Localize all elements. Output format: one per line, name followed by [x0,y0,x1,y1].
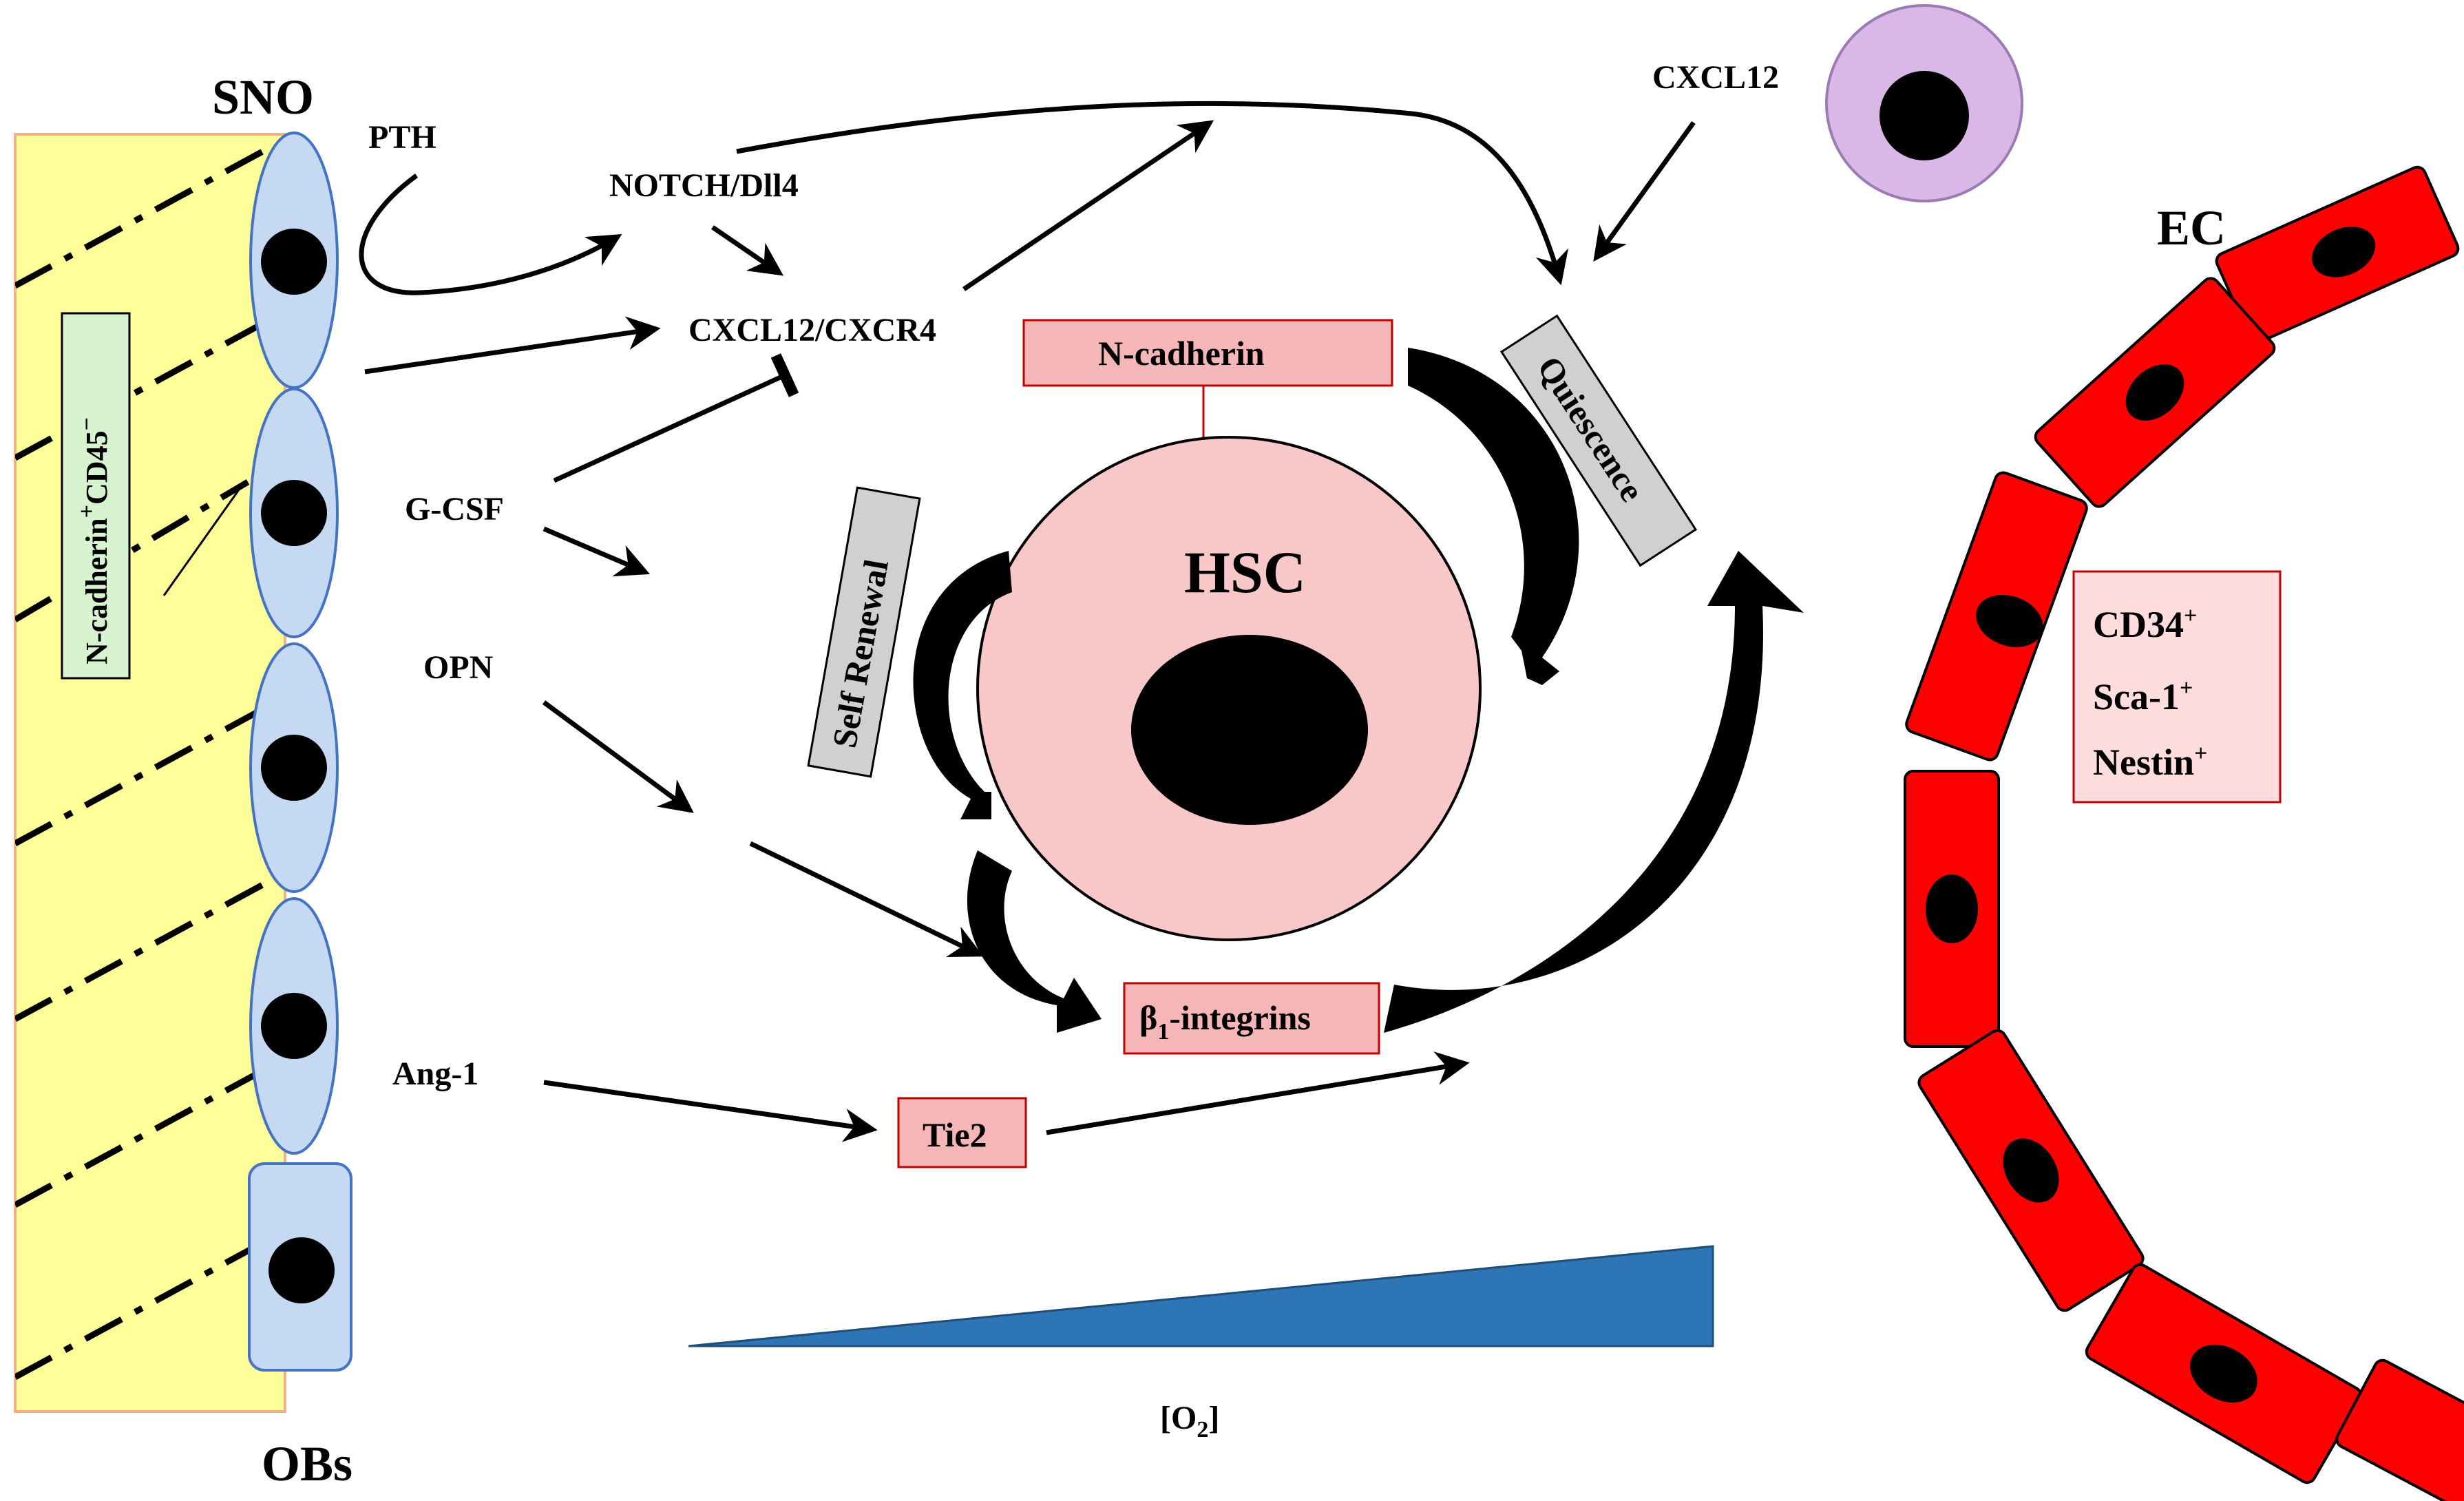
bone-surface [14,133,286,1413]
ec-label: EC [2157,200,2226,255]
oxygen-subscript: 2 [1197,1417,1208,1442]
osteoblast-marker-sup2: − [74,417,100,430]
marker-cd34: CD34 [2093,604,2184,645]
oxygen-close: ] [1208,1400,1219,1436]
opn-to-integrins-arrow [749,841,984,957]
notch-dll4-label: NOTCH/Dll4 [609,167,799,204]
osteoblast-nuclei [261,229,335,1303]
beta-subscript: 1 [1157,1019,1169,1045]
integrins-text: -integrins [1169,998,1311,1037]
endothelial-cells [1904,165,2464,1501]
pth-arrow [359,174,622,295]
marker-box: CD34+ Sca-1+ Nestin+ [2072,570,2282,804]
svg-text:Sca-1+: Sca-1+ [2093,675,2193,717]
endothelial-cell [2335,1358,2464,1501]
notch-to-cxcl12-arrow [711,225,784,276]
signal-arrows [359,101,1696,1142]
osteoblast-marker-label: N-cadherin+CD45− [61,312,131,680]
hsc-cell [976,375,1482,941]
gcsf-arrow [543,526,651,577]
oxygen-label: [O2] [1160,1400,1219,1442]
circulating-cell [1825,4,2023,202]
ncadherin-label: N-cadherin [1098,334,1265,372]
sno-to-cxcl12-arrow [364,316,661,375]
tie2-label: Tie2 [923,1115,987,1154]
oxygen-gradient-wedge [688,1245,1714,1347]
label-pointer-line [162,481,246,596]
svg-text:N-cadherin+CD45−: N-cadherin+CD45− [74,417,114,664]
obs-label: OBs [262,1436,352,1491]
osteoblast-marker-part1: N-cadherin [80,518,114,664]
cxcl12-label: CXCL12 [1652,59,1779,96]
osteoblast-marker-part2: CD45 [80,430,114,505]
self-renewal-curved-arrow [913,551,1012,819]
sno-label: SNO [212,70,314,125]
marker-nestin: Nestin [2093,742,2194,783]
pth-label: PTH [368,119,436,156]
gcsf-label: G-CSF [405,491,504,527]
svg-text:β1-integrins: β1-integrins [1139,998,1311,1045]
hsc-label: HSC [1184,539,1306,605]
marker-sca1: Sca-1 [2093,676,2180,717]
gcsf-inhibition [553,353,799,483]
curved-feedback-arrows [913,348,1804,1033]
osteoblast-marker-sup1: + [74,505,100,518]
marker-cd34-sup: + [2184,603,2197,629]
svg-text:CD34+: CD34+ [2093,603,2197,645]
self-renewal-box: Self Renewal [807,486,921,778]
ang1-arrow [543,1080,878,1142]
beta-symbol: β [1139,998,1157,1037]
quiescence-curved-arrow [1408,348,1579,685]
tie2-arrow [1046,1051,1470,1135]
ncadherin-box: N-cadherin [1022,319,1393,387]
cxcl12-to-quiescence-arrow [1593,120,1696,262]
bone-dash-lines [15,142,277,1380]
opn-arrow [542,700,694,813]
marker-nestin-sup: + [2194,741,2207,766]
top-arc-arrow [736,101,1569,286]
return-curved-arrow [1384,551,1804,1033]
opn-label: OPN [423,649,494,686]
cxcl12-cxcr4-up-arrow [962,120,1214,291]
tie2-box: Tie2 [897,1097,1027,1168]
integrin-curved-arrow [967,850,1102,1033]
ang1-label: Ang-1 [392,1056,478,1092]
marker-sca1-sup: + [2180,675,2193,701]
beta1-integrins-box: β1-integrins [1123,982,1380,1055]
quiescence-box: Quiescence [1499,314,1698,567]
svg-text:Nestin+: Nestin+ [2093,741,2207,783]
oxygen-open: [O [1160,1400,1197,1436]
cxcl12-cxcr4-label: CXCL12/CXCR4 [688,312,936,348]
